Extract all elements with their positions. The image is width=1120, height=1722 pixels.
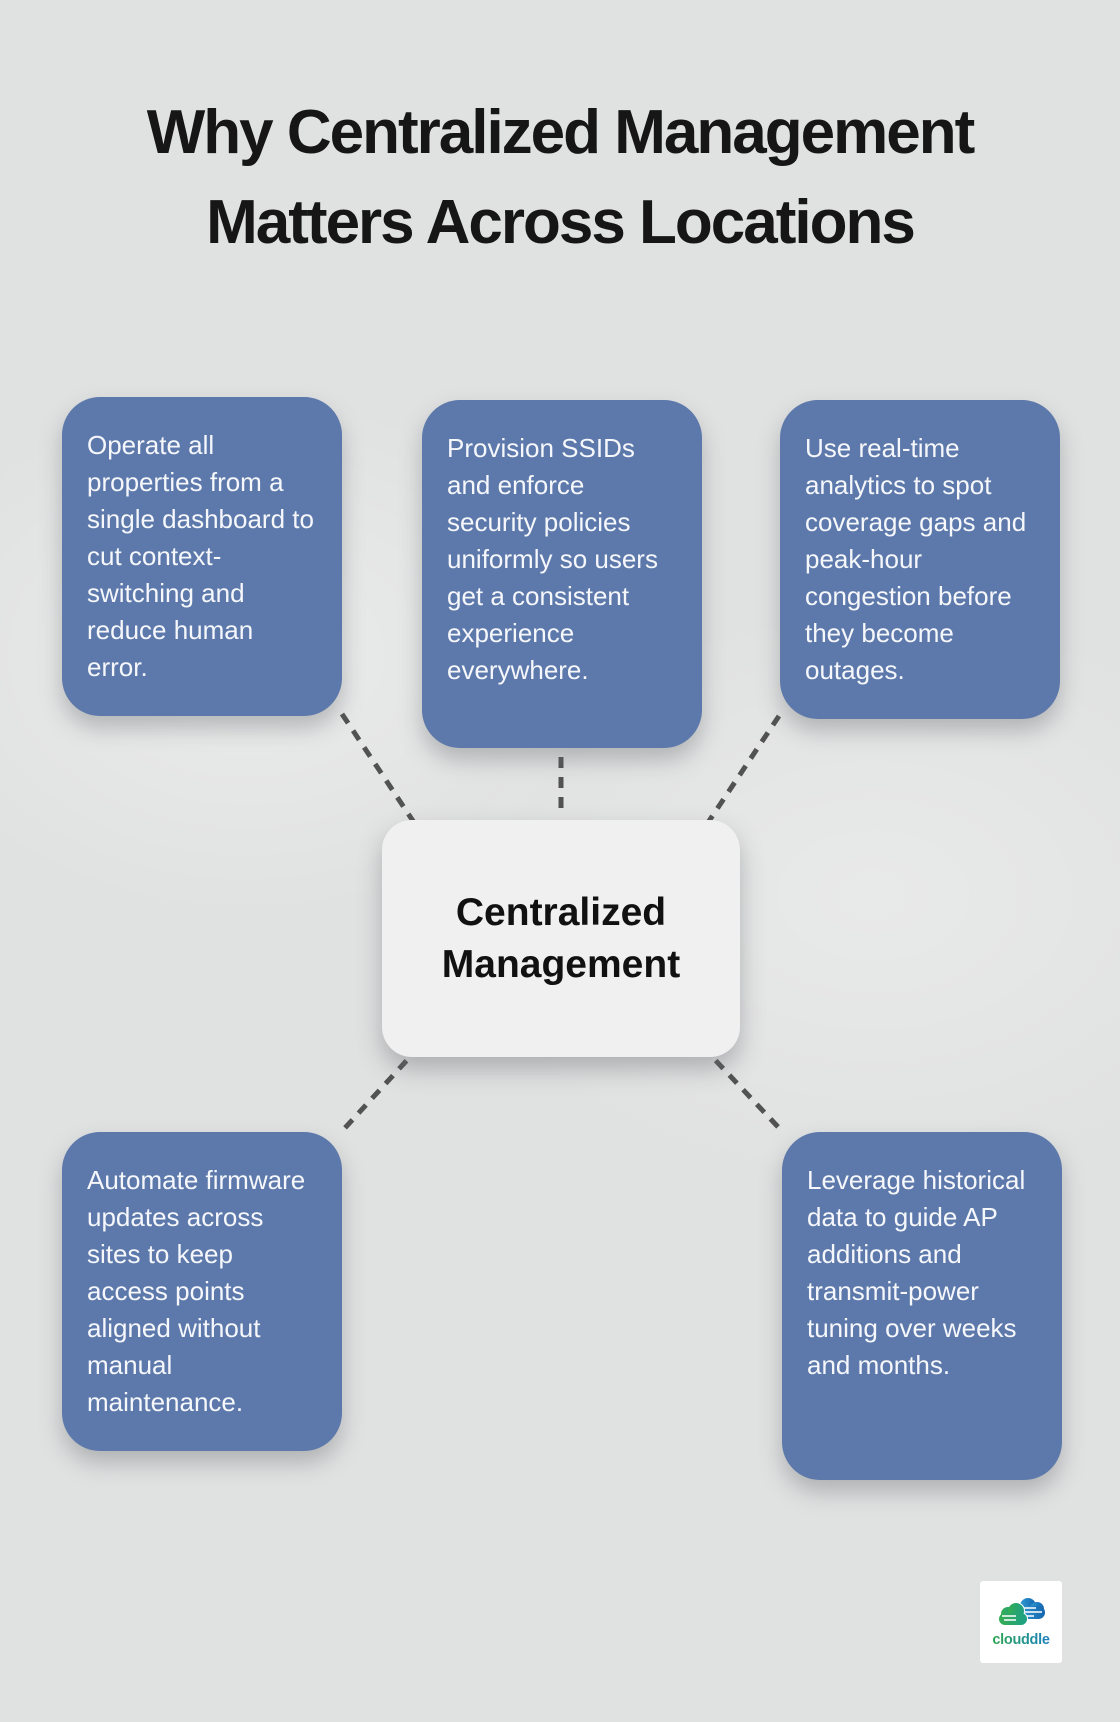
cloud-logo-icon: [998, 1598, 1045, 1626]
page-title-line1: Why Centralized Management: [146, 98, 975, 167]
benefit-text: Automate firmware updates across sites t…: [87, 1165, 306, 1417]
benefit-text: Use real-time analytics to spot coverage…: [805, 433, 1027, 685]
central-node-label: Centralized Management: [441, 890, 681, 986]
benefit-box-bottom-right: Leverage historical data to guide AP add…: [782, 1132, 1062, 1480]
benefit-text: Operate all properties from a single das…: [87, 430, 314, 682]
benefit-box-top-right: Use real-time analytics to spot coverage…: [780, 400, 1060, 719]
connector-line-bottom-left: [342, 1044, 422, 1131]
benefit-box-top-left: Operate all properties from a single das…: [62, 397, 342, 716]
brand-logo: clouddle: [980, 1581, 1062, 1663]
benefit-box-bottom-left: Automate firmware updates across sites t…: [62, 1132, 342, 1451]
brand-logo-text: clouddle: [992, 1632, 1050, 1648]
connector-line-top-right: [698, 714, 782, 835]
page-title-line2: Matters Across Locations: [206, 188, 916, 257]
page-title: Why Centralized Management Matters Acros…: [0, 88, 1120, 268]
benefit-text: Provision SSIDs and enforce security pol…: [447, 433, 658, 685]
connector-line-bottom-right: [700, 1044, 782, 1131]
central-node: Centralized Management: [382, 820, 740, 1057]
connector-line-top-left: [339, 712, 424, 835]
benefit-text: Leverage historical data to guide AP add…: [807, 1165, 1026, 1380]
benefit-box-top-middle: Provision SSIDs and enforce security pol…: [422, 400, 702, 748]
